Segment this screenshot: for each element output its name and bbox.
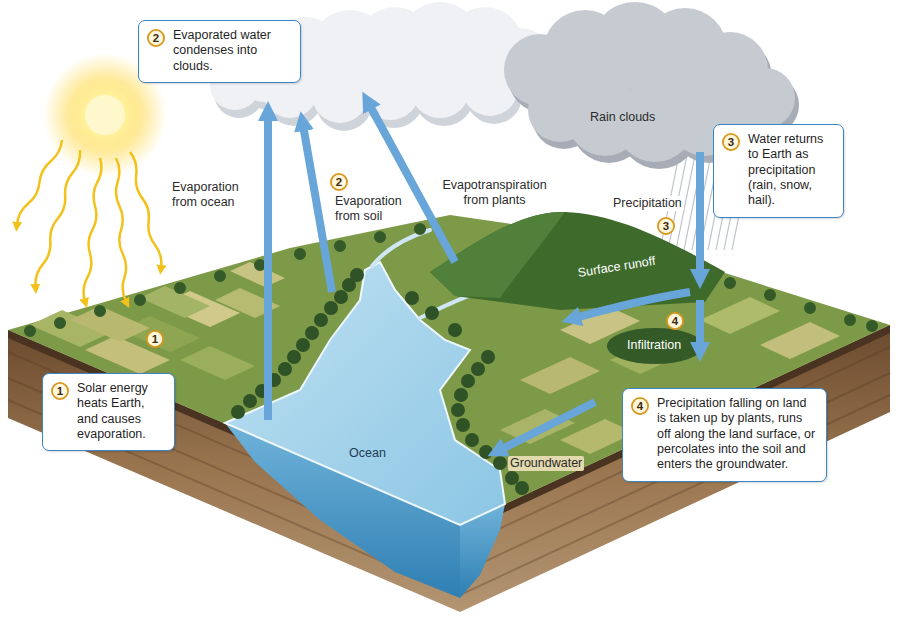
- sun-ray: [15, 139, 64, 226]
- region-label: Groundwater: [508, 456, 584, 471]
- tree-line: [231, 268, 364, 419]
- number-circle-ring: [331, 174, 347, 190]
- callout-number: 2: [330, 173, 348, 191]
- callout-number: 1: [51, 382, 69, 400]
- step-number: 3: [657, 217, 675, 235]
- step-number: 1: [51, 382, 69, 400]
- callout-number: 2: [147, 29, 165, 47]
- sun-ray-line: [33, 149, 82, 287]
- step-number: 1: [146, 330, 164, 348]
- sun-ray: [82, 158, 102, 302]
- number-circle-ring: [632, 398, 648, 414]
- step-number: 2: [330, 173, 348, 191]
- step-number: 2: [147, 29, 165, 47]
- evaporation-arrow: [264, 115, 272, 420]
- number-circle-ring: [52, 383, 68, 399]
- groundwater-arrow: [500, 402, 595, 450]
- callout-text: Precipitation falling on land is taken u…: [657, 396, 817, 472]
- sun-ray-line: [15, 139, 64, 226]
- infiltration-arrow: [696, 300, 704, 348]
- callout-number: 3: [722, 133, 740, 151]
- callout-box: Evaporated water condenses into clouds. 2: [138, 20, 301, 83]
- callout-number: 3: [657, 217, 675, 235]
- step-number: 4: [631, 397, 649, 415]
- field: [700, 297, 780, 334]
- evapotranspiration-arrow: [369, 104, 455, 262]
- callout-text: Evaporated water condenses into clouds.: [173, 28, 291, 74]
- forest-patch: [607, 328, 703, 364]
- region-label: Precipitation: [611, 196, 684, 211]
- step-number: 4: [666, 312, 684, 330]
- callout-text: Water returns to Earth as precipitation …: [748, 132, 834, 208]
- number-circle-ring: [658, 218, 674, 234]
- sun-ray: [33, 149, 82, 287]
- region-label: Evaporation from soil: [335, 194, 415, 224]
- sun-ray-line: [82, 158, 102, 302]
- callout-number: 4: [631, 397, 649, 415]
- field: [520, 357, 600, 394]
- region-label: Ocean: [349, 446, 386, 461]
- callout-box: Water returns to Earth as precipitation …: [713, 124, 844, 218]
- callout-number: 1: [146, 330, 164, 348]
- step-number: 3: [722, 133, 740, 151]
- field: [70, 306, 150, 342]
- sun-ray-line: [114, 158, 129, 302]
- number-circle-ring: [723, 134, 739, 150]
- precipitation-arrow: [696, 152, 704, 275]
- callout-number: 4: [666, 312, 684, 330]
- sun-ray: [114, 158, 129, 302]
- field: [760, 322, 840, 359]
- region-label: Rain clouds: [590, 110, 655, 125]
- number-circle-ring: [667, 313, 683, 329]
- evaporation-arrow: [303, 125, 332, 292]
- callout-box: Precipitation falling on land is taken u…: [622, 388, 827, 482]
- callout-box: Solar energy heats Earth, and causes eva…: [42, 373, 175, 451]
- region-label: Evaporation from ocean: [172, 180, 252, 210]
- region-label: Infiltration: [627, 338, 681, 353]
- field: [180, 346, 255, 380]
- sun-ray: [128, 151, 164, 268]
- number-circle-ring: [147, 331, 163, 347]
- sun: [85, 95, 125, 135]
- sun-ray-line: [128, 151, 164, 268]
- callout-text: Solar energy heats Earth, and causes eva…: [77, 381, 165, 442]
- region-label: Evapotranspiration from plants: [437, 178, 552, 208]
- number-circle-ring: [148, 30, 164, 46]
